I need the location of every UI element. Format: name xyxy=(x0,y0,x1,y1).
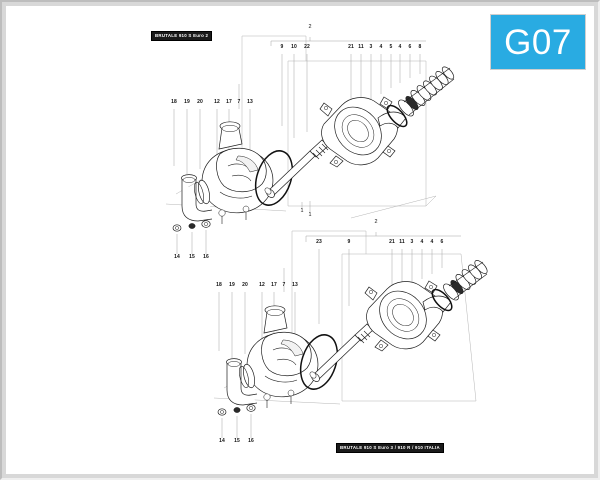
callout-lower-21: 21 xyxy=(389,239,395,245)
upper-washer-stack xyxy=(398,66,455,117)
group-label-upper-1: 1 xyxy=(308,212,312,218)
callout-upper-7: 7 xyxy=(237,99,241,105)
diagram-canvas: BRUTALE 910 S Euro 2 2 1 9 10 22 21 11 3… xyxy=(6,6,594,474)
callout-lower-20: 20 xyxy=(242,282,248,288)
callout-upper-4b: 4 xyxy=(398,44,402,50)
upper-fastener-details xyxy=(172,220,211,232)
group-label-lower-1: 1 xyxy=(300,208,304,214)
callout-upper-22: 22 xyxy=(304,44,310,50)
upper-pump-cover xyxy=(319,96,407,168)
lower-fastener-details xyxy=(217,404,256,416)
callout-lower-3: 3 xyxy=(410,239,414,245)
lower-washer-stack xyxy=(443,260,488,301)
callout-upper-3: 3 xyxy=(369,44,373,50)
group-label-lower-2: 2 xyxy=(374,219,378,225)
lower-cover-oring xyxy=(431,288,453,312)
callout-lower-19: 19 xyxy=(229,282,235,288)
callout-upper-10: 10 xyxy=(291,44,297,50)
callout-upper-18: 18 xyxy=(171,99,177,105)
upper-cover-oring xyxy=(386,104,408,128)
upper-pump-housing xyxy=(181,121,274,224)
callout-lower-15: 15 xyxy=(234,438,240,444)
callout-lower-18: 18 xyxy=(216,282,222,288)
callout-lower-23: 23 xyxy=(316,239,322,245)
callout-lower-16: 16 xyxy=(248,438,254,444)
callout-lower-4b: 4 xyxy=(430,239,434,245)
callout-upper-13: 13 xyxy=(247,99,253,105)
callout-upper-5: 5 xyxy=(389,44,393,50)
lower-leader-lines xyxy=(218,202,461,438)
model-tag-upper: BRUTALE 910 S Euro 2 xyxy=(151,31,213,42)
callout-upper-16: 16 xyxy=(203,254,209,260)
callout-upper-19: 19 xyxy=(184,99,190,105)
callout-upper-21: 21 xyxy=(348,44,354,50)
lower-pump-housing xyxy=(226,305,319,408)
upper-pump-gasket xyxy=(254,150,294,206)
callout-upper-17: 17 xyxy=(226,99,232,105)
callout-upper-4a: 4 xyxy=(379,44,383,50)
exploded-view-artwork xyxy=(165,35,488,438)
callout-lower-14: 14 xyxy=(219,438,225,444)
group-label-upper-2: 2 xyxy=(308,24,312,30)
callout-lower-11: 11 xyxy=(399,239,405,245)
callout-upper-9: 9 xyxy=(280,44,284,50)
callout-lower-12: 12 xyxy=(259,282,265,288)
page-code-badge: G07 xyxy=(490,14,586,70)
callout-lower-4a: 4 xyxy=(420,239,424,245)
callout-upper-8: 8 xyxy=(418,44,422,50)
callout-upper-15: 15 xyxy=(189,254,195,260)
callout-lower-13: 13 xyxy=(292,282,298,288)
callout-lower-7: 7 xyxy=(282,282,286,288)
callout-upper-6: 6 xyxy=(408,44,412,50)
callout-upper-20: 20 xyxy=(197,99,203,105)
model-tag-lower: BRUTALE 910 S Euro 3 / 910 R / 910 ITALI… xyxy=(336,443,444,454)
callout-upper-12: 12 xyxy=(214,99,220,105)
callout-lower-9: 9 xyxy=(347,239,351,245)
lower-pump-cover xyxy=(364,280,452,352)
callout-lower-17: 17 xyxy=(271,282,277,288)
lower-pump-gasket xyxy=(299,334,339,390)
callout-upper-11: 11 xyxy=(358,44,364,50)
callout-upper-14: 14 xyxy=(174,254,180,260)
callout-lower-6: 6 xyxy=(440,239,444,245)
